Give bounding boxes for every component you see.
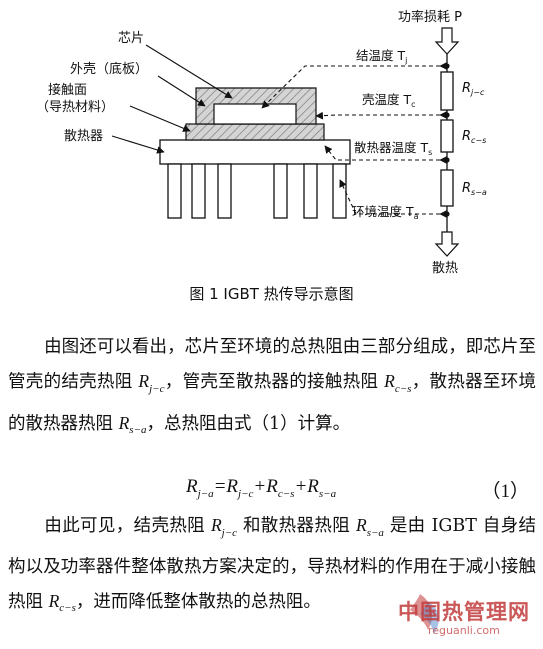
svg-text:Rs−a: Rs−a <box>462 181 487 197</box>
label-contact-2: （导热材料） <box>36 100 114 115</box>
figure-caption: 图 1 IGBT 热传导示意图 <box>189 285 354 303</box>
label-tc: 壳温度 T <box>362 92 411 107</box>
resistors <box>440 71 454 207</box>
label-dissipation: 散热 <box>432 261 458 276</box>
r-sa-sub: s−a <box>471 188 487 197</box>
svg-text:结温度 Tj: 结温度 Tj <box>356 48 407 65</box>
r-jc-label: R <box>462 81 471 96</box>
svg-text:散热器温度 Ts: 散热器温度 Ts <box>354 140 432 157</box>
svg-text:环境温度 Ta: 环境温度 Ta <box>352 204 419 221</box>
label-ts: 散热器温度 T <box>354 140 428 155</box>
svg-text:Rc−s: Rc−s <box>462 129 486 145</box>
equation-1: Rj−a=Rj−c+Rc−s+Rs−a （1） <box>186 476 529 502</box>
dissipation-arrow <box>434 231 460 257</box>
thermal-diagram: 芯片 外壳（底板） 接触面 （导热材料） 散热器 功率损耗 P Rj−c Rc−… <box>36 9 487 276</box>
equation-number: （1） <box>481 481 529 502</box>
watermark-name: 中国热管理网 <box>398 600 530 624</box>
label-tj: 结温度 T <box>356 48 405 63</box>
heatsink-base <box>159 139 351 165</box>
heatsink-fins <box>167 163 347 219</box>
label-heatsink: 散热器 <box>64 129 103 144</box>
r-jc-sub: j−c <box>470 88 485 97</box>
svg-text:Rj−c: Rj−c <box>462 81 485 97</box>
paragraph-2: 由此可见，结壳热阻 Rj−c 和散热器热阻 Rs−a 是由 IGBT 自身结构以… <box>8 515 536 614</box>
label-chip: 芯片 <box>118 31 144 46</box>
power-arrow <box>434 27 460 55</box>
label-ta: 环境温度 T <box>352 204 414 219</box>
r-cs-sub: c−s <box>471 136 486 145</box>
label-shell: 外壳（底板） <box>70 61 148 77</box>
contact-layer <box>185 123 325 141</box>
watermark-url: reguanli.com <box>428 624 500 637</box>
watermark-logo-icon <box>410 594 439 634</box>
label-contact-1: 接触面 <box>48 82 87 98</box>
paragraph-1: 由图还可以看出，芯片至环境的总热阻由三部分组成，即芯片至管壳的结壳热阻 Rj−c… <box>8 337 537 436</box>
chip <box>213 103 297 125</box>
r-cs-label: R <box>462 129 471 144</box>
label-power: 功率损耗 P <box>398 9 462 25</box>
svg-text:壳温度 Tc: 壳温度 Tc <box>362 92 416 109</box>
r-sa-label: R <box>462 181 471 196</box>
